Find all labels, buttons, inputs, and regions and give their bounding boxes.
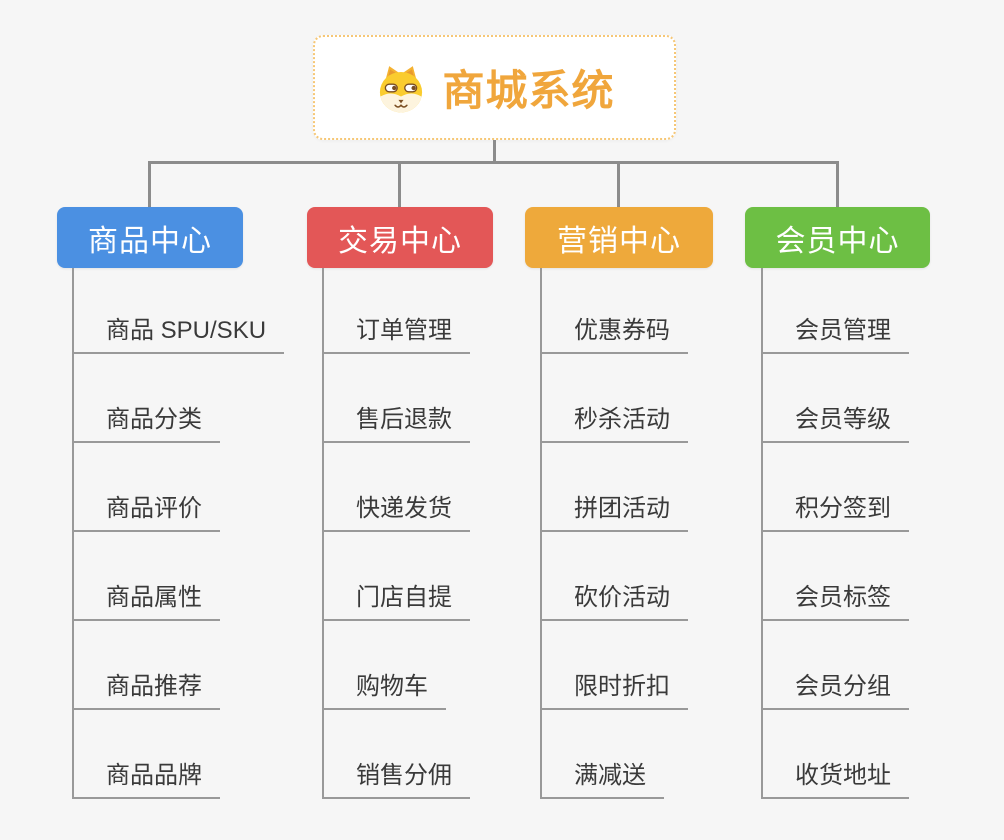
leaf-node[interactable]: 商品推荐 xyxy=(72,666,220,710)
leaf-node[interactable]: 销售分佣 xyxy=(322,755,470,799)
connector-root-stem xyxy=(493,140,496,163)
leaf-node[interactable]: 会员标签 xyxy=(761,577,909,621)
leaf-node[interactable]: 秒杀活动 xyxy=(540,399,688,443)
leaf-node[interactable]: 会员管理 xyxy=(761,310,909,354)
leaf-node[interactable]: 商品属性 xyxy=(72,577,220,621)
leaf-column-marketing: 优惠券码 秒杀活动 拼团活动 砍价活动 限时折扣 满减送 xyxy=(540,268,790,799)
branch-label: 商品中心 xyxy=(88,224,212,258)
leaf-node[interactable]: 砍价活动 xyxy=(540,577,688,621)
spine-trade xyxy=(322,268,324,799)
leaf-node[interactable]: 商品品牌 xyxy=(72,755,220,799)
root-node-mall-system[interactable]: 商城系统 xyxy=(313,35,676,140)
leaf-node[interactable]: 优惠券码 xyxy=(540,310,688,354)
leaf-node[interactable]: 会员等级 xyxy=(761,399,909,443)
connector-drop-member xyxy=(836,161,839,207)
leaf-node[interactable]: 商品评价 xyxy=(72,488,220,532)
leaf-node[interactable]: 满减送 xyxy=(540,755,664,799)
spine-product xyxy=(72,268,74,799)
branch-node-marketing-center[interactable]: 营销中心 xyxy=(525,207,713,268)
branch-label: 会员中心 xyxy=(775,224,900,258)
connector-horizontal-bus xyxy=(148,161,839,164)
dog-face-icon xyxy=(380,65,423,112)
branch-label: 交易中心 xyxy=(338,224,462,258)
leaf-node[interactable]: 商品 SPU/SKU xyxy=(72,310,285,354)
leaf-node[interactable]: 快递发货 xyxy=(322,488,470,532)
spine-marketing xyxy=(540,268,542,799)
branch-label: 营销中心 xyxy=(557,224,681,258)
branch-node-trade-center[interactable]: 交易中心 xyxy=(307,207,493,268)
branch-node-product-center[interactable]: 商品中心 xyxy=(57,207,243,268)
leaf-column-member: 会员管理 会员等级 积分签到 会员标签 会员分组 收货地址 xyxy=(761,268,1004,799)
leaf-node[interactable]: 收货地址 xyxy=(761,755,909,799)
leaf-column-trade: 订单管理 售后退款 快递发货 门店自提 购物车 销售分佣 xyxy=(322,268,572,799)
leaf-node[interactable]: 拼团活动 xyxy=(540,488,688,532)
branch-node-member-center[interactable]: 会员中心 xyxy=(745,207,930,268)
leaf-node[interactable]: 订单管理 xyxy=(322,310,470,354)
connector-drop-product xyxy=(148,161,151,207)
leaf-node[interactable]: 售后退款 xyxy=(322,399,470,443)
leaf-node[interactable]: 门店自提 xyxy=(322,577,470,621)
leaf-column-product: 商品 SPU/SKU 商品分类 商品评价 商品属性 商品推荐 商品品牌 xyxy=(72,268,322,799)
spine-member xyxy=(761,268,763,799)
connector-drop-marketing xyxy=(617,161,620,207)
root-node-label: 商城系统 xyxy=(442,67,615,114)
leaf-node[interactable]: 积分签到 xyxy=(761,488,909,532)
leaf-node[interactable]: 会员分组 xyxy=(761,666,909,710)
leaf-node[interactable]: 商品分类 xyxy=(72,399,220,443)
leaf-node[interactable]: 限时折扣 xyxy=(540,666,688,710)
leaf-node[interactable]: 购物车 xyxy=(322,666,446,710)
connector-drop-trade xyxy=(398,161,401,207)
